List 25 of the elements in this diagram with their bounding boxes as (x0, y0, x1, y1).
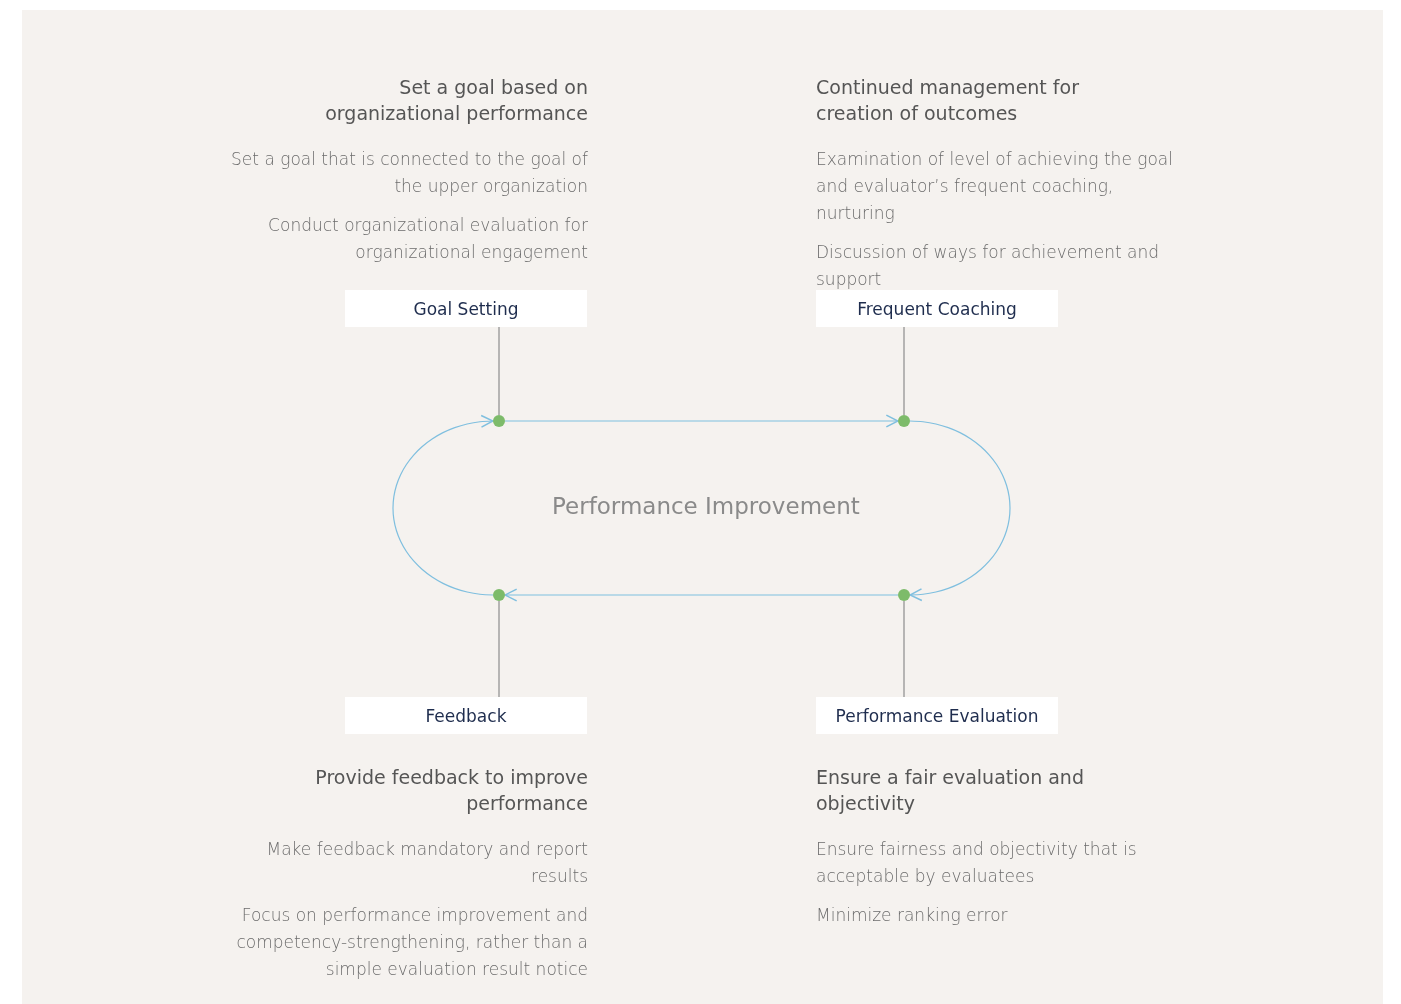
connector-line (903, 326, 905, 416)
description-text: Focus on performance improvement and competency-strengthening, rather than a simple evaluation result notice (235, 904, 588, 981)
heading-text: Ensure a fair evaluation and objectivity (816, 765, 1085, 816)
description-text: Conduct organizational evaluation for organizational engagement (267, 214, 588, 264)
description-text: Minimize ranking error (816, 904, 1008, 927)
heading-text: Provide feedback to improve performance (314, 765, 588, 816)
heading-text: Set a goal based on organizational performance (324, 75, 588, 126)
flow-arrow (504, 414, 899, 428)
stage-label-box: Performance Evaluation (816, 697, 1058, 734)
description-text: Examination of level of achieving the goal and evaluator’s frequent coaching, nurturing (816, 148, 1174, 225)
description-text: Discussion of ways for achievement and support (816, 241, 1161, 291)
flow-arrow (909, 420, 1011, 602)
stage-label-box: Feedback (345, 697, 587, 734)
flow-arrow (504, 588, 899, 602)
description-text: Ensure fairness and objectivity that is acceptable by evaluatees (816, 838, 1138, 888)
description-text: Set a goal that is connected to the goal of the upper organization (230, 148, 588, 198)
connector-line (498, 326, 500, 416)
center-title: Performance Improvement (552, 493, 860, 519)
stage-label-box: Goal Setting (345, 290, 587, 327)
connector-line (498, 600, 500, 698)
stage-label-box: Frequent Coaching (816, 290, 1058, 327)
description-text: Make feedback mandatory and report results (265, 838, 588, 888)
connector-line (903, 600, 905, 698)
flow-arrow (392, 414, 494, 596)
heading-text: Continued management for creation of outcomes (816, 75, 1080, 126)
